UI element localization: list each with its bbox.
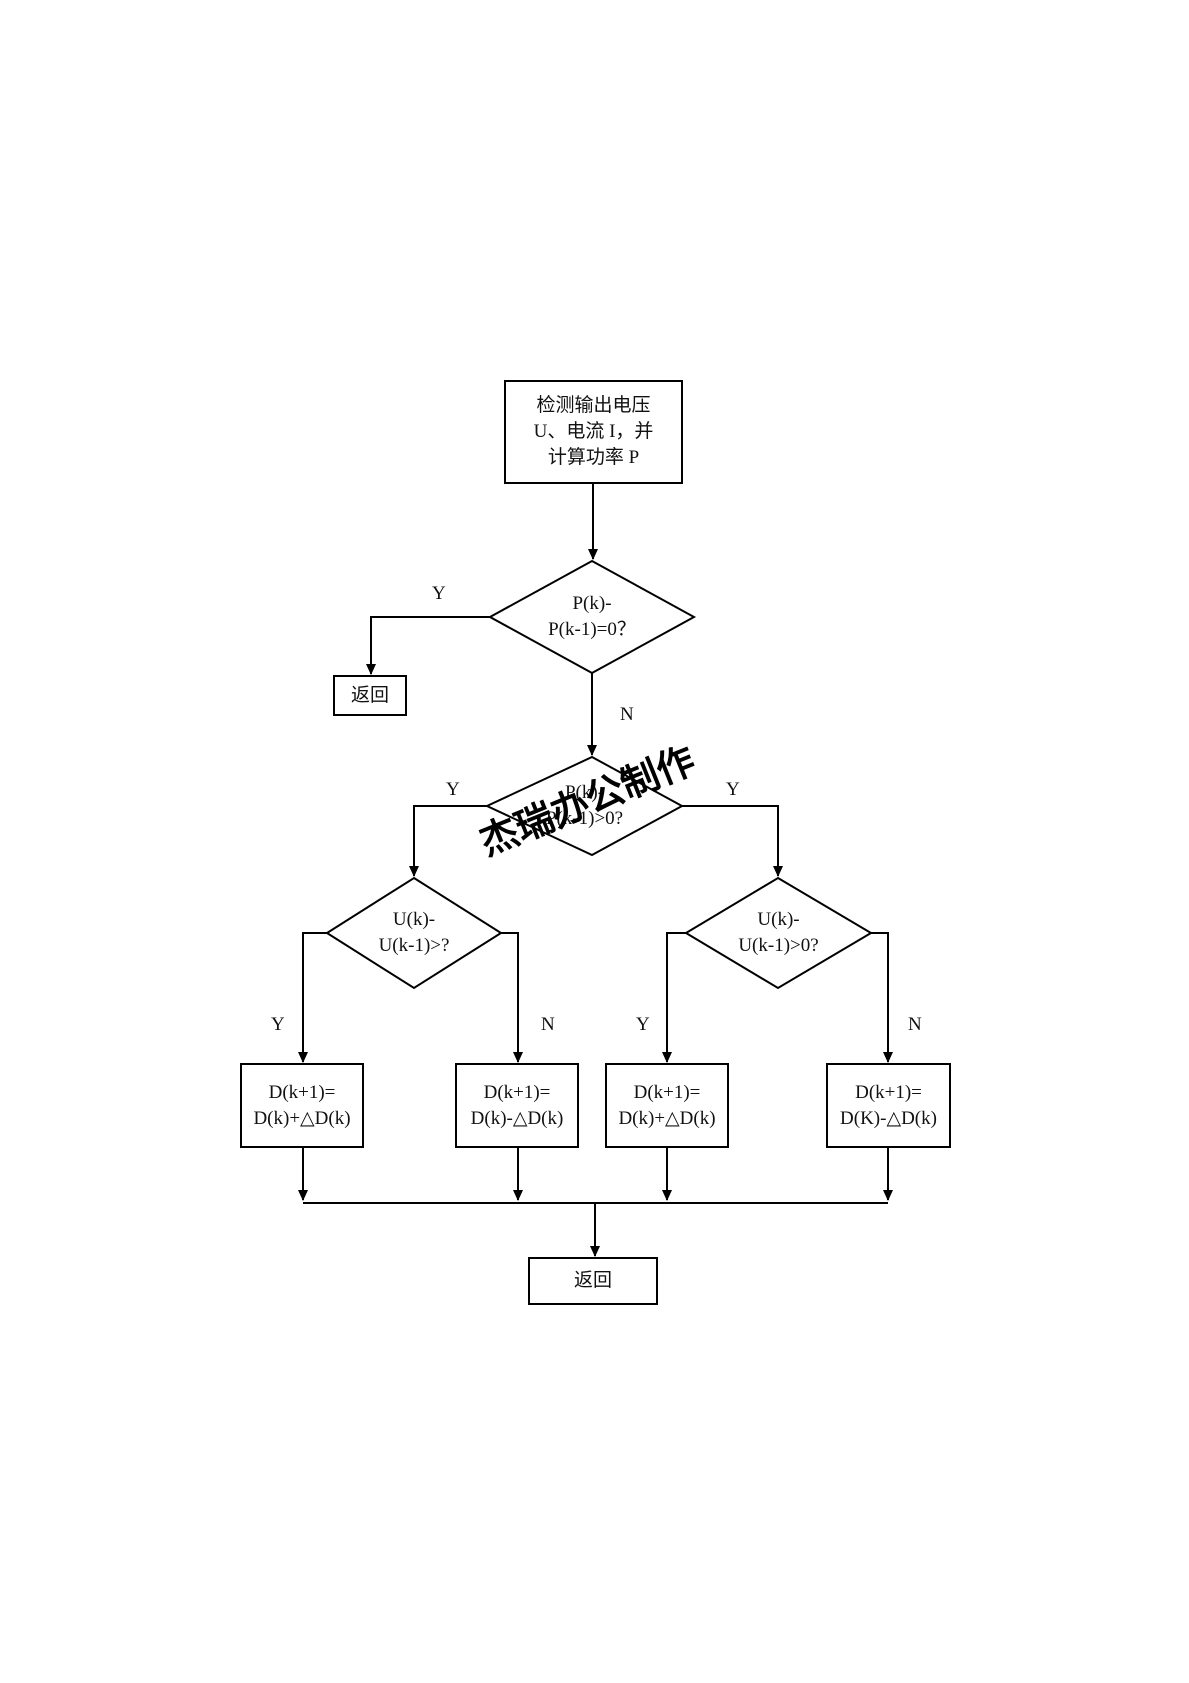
action-4-text: D(k+1)= D(K)-△D(k) [840, 1081, 937, 1129]
decision-4-text: U(k)- U(k-1)>0? [738, 909, 819, 956]
decision-2-diamond [484, 755, 685, 857]
arrow-d4-yes-to-b3 [662, 932, 686, 1063]
return-1-text: 返回 [350, 684, 389, 706]
label-d3-yes: Y [271, 1014, 285, 1035]
action-2-text: D(k+1)= D(k)-△D(k) [470, 1081, 564, 1129]
action-1-text: D(k+1)= D(k)+△D(k) [253, 1081, 351, 1129]
start-box-text: 检测输出电压 U、电流 I，并 计算功率 P [533, 395, 654, 468]
label-d2-right-yes: Y [726, 779, 740, 800]
label-d3-no: N [541, 1014, 555, 1035]
arrow-d1-yes-to-return [366, 616, 490, 675]
decision-4-diamond [684, 876, 873, 990]
arrow-d3-no-to-b2 [501, 932, 523, 1063]
label-d1-yes: Y [432, 583, 446, 604]
decision-3-diamond [325, 876, 503, 990]
arrow-d4-no-to-b4 [871, 932, 893, 1063]
decision-1-text: P(k)- P(k-1)=0？ [548, 593, 636, 640]
return-box-1 [333, 675, 407, 716]
return-box-2 [528, 1257, 658, 1305]
action-3-text: D(k+1)= D(k)+△D(k) [618, 1081, 716, 1129]
arrow-d2-right-to-d4 [682, 805, 783, 877]
decision-2-text: P(k)- P(k-1)>0? [545, 782, 624, 829]
decision-3-text: U(k)- U(k-1)>? [378, 909, 450, 956]
arrow-d3-yes-to-b1 [298, 932, 327, 1063]
label-d2-left-yes: Y [446, 779, 460, 800]
return-2-text: 返回 [573, 1270, 612, 1291]
label-d4-no: N [908, 1014, 922, 1035]
label-d4-yes: Y [636, 1014, 650, 1035]
label-d1-no: N [620, 704, 634, 725]
arrow-d2-left-to-d3 [409, 805, 487, 877]
